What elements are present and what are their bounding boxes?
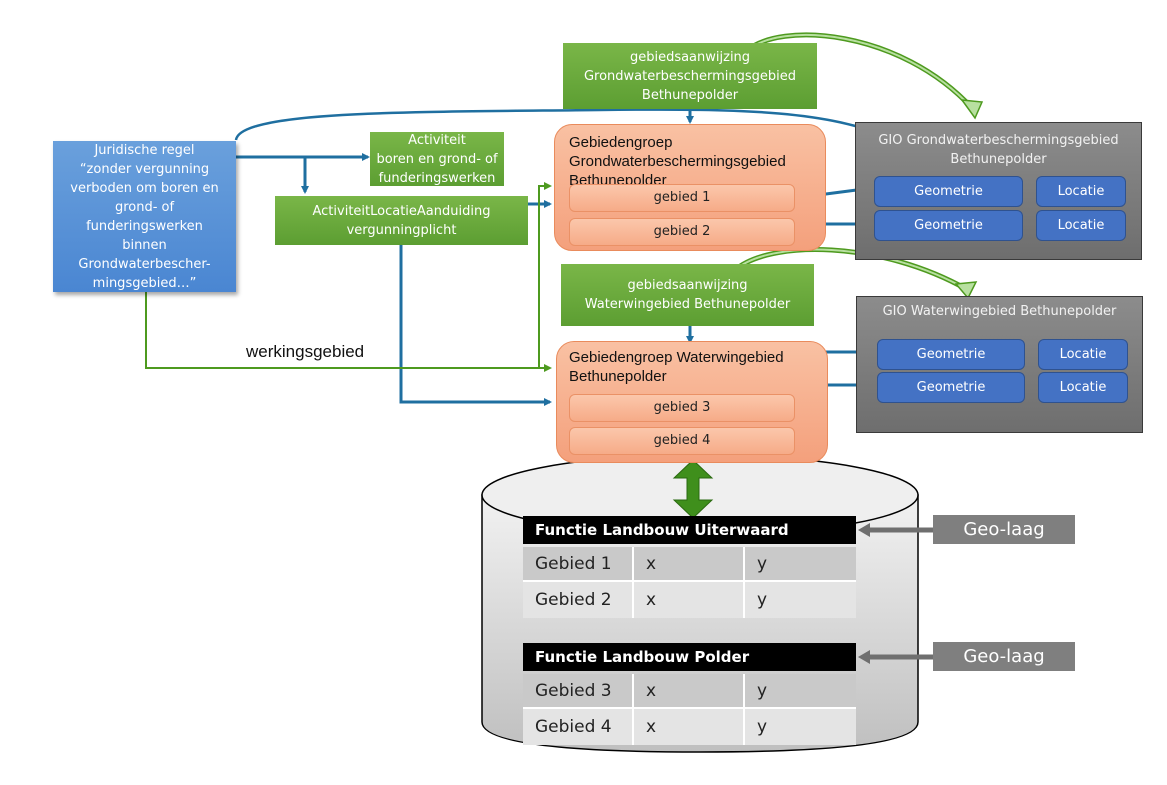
locatie-2a: Locatie — [1038, 339, 1128, 370]
table-landbouw-uiterwaard: Functie Landbouw Uiterwaard Gebied 1 x y… — [523, 516, 856, 618]
gebiedsaanwijzing-line: gebiedsaanwijzing — [629, 49, 751, 65]
geometrie-2b: Geometrie — [877, 372, 1025, 403]
gebiedsaanwijzing-line: gebiedsaanwijzing — [627, 278, 748, 293]
activiteit-locatie-line: vergunningplicht — [346, 222, 457, 238]
locatie-2b: Locatie — [1038, 372, 1128, 403]
gebiedsaanwijzing-line: Grondwaterbeschermingsgebied — [583, 68, 797, 84]
activiteit-line: Activiteit — [408, 132, 466, 148]
gebied-2: gebied 2 — [569, 218, 795, 246]
gebiedsaanwijzing-1-box: gebiedsaanwijzing Grondwaterbeschermings… — [563, 43, 817, 109]
connector-regel-gio1 — [234, 108, 892, 141]
table-cell: x — [634, 709, 745, 745]
table-cell: x — [634, 547, 745, 580]
juridische-regel-line: verboden om boren en — [70, 180, 219, 196]
activiteit-locatie-line: ActiviteitLocatieAanduiding — [312, 203, 491, 219]
gebied-3: gebied 3 — [569, 394, 795, 422]
geometrie-2a: Geometrie — [877, 339, 1025, 370]
gebiedengroep-1-box: Gebiedengroep Grondwaterbeschermingsgebi… — [554, 124, 826, 251]
juridische-regel-line: binnen — [122, 237, 167, 253]
gebiedengroep-title-line: Bethunepolder — [569, 368, 667, 385]
table-cell: y — [757, 553, 768, 574]
table-row: Gebied 1 x y — [523, 547, 856, 580]
gebiedengroep-title-line: Gebiedengroep Waterwingebied — [569, 349, 784, 366]
juridische-regel-line: funderingswerken — [86, 218, 203, 234]
activiteit-line: funderingswerken — [378, 170, 496, 186]
geo-laag-label-1: Geo-laag — [933, 515, 1075, 544]
table-title: Functie Landbouw Uiterwaard — [523, 516, 856, 544]
gio-2-box: GIO Waterwingebied Bethunepolder Geometr… — [856, 296, 1143, 433]
table-row: Gebied 2 x y — [523, 580, 856, 618]
activiteit-box: Activiteit boren en grond- of funderings… — [370, 132, 504, 186]
table-cell: y — [757, 590, 768, 610]
gebiedengroep-2-title: Gebiedengroep Waterwingebied Bethunepold… — [569, 348, 784, 386]
table-cell: y — [757, 717, 768, 737]
table-cell: Gebied 2 — [523, 582, 634, 618]
gebiedengroep-title-line: Grondwaterbeschermingsgebied — [569, 153, 786, 170]
juridische-regel-box: Juridische regel “zonder vergunning verb… — [53, 141, 236, 292]
juridische-regel-line: mingsgebied…” — [92, 275, 197, 291]
table-cell: x — [634, 674, 745, 707]
geometrie-1a: Geometrie — [874, 176, 1023, 207]
juridische-regel-line: Grondwaterbescher- — [78, 256, 211, 272]
table-row: Gebied 4 x y — [523, 707, 856, 745]
gebiedsaanwijzing-2-box: gebiedsaanwijzing Waterwingebied Bethune… — [561, 264, 814, 326]
juridische-regel-line: Juridische regel — [94, 142, 195, 158]
geo-laag-label-2: Geo-laag — [933, 642, 1075, 671]
table-landbouw-polder: Functie Landbouw Polder Gebied 3 x y Geb… — [523, 643, 856, 745]
locatie-1a: Locatie — [1036, 176, 1126, 207]
geometrie-1b: Geometrie — [874, 210, 1023, 241]
gebiedengroep-2-box: Gebiedengroep Waterwingebied Bethunepold… — [556, 341, 828, 463]
table-row: Gebied 3 x y — [523, 674, 856, 707]
gio-title-line: Bethunepolder — [950, 152, 1047, 167]
table-title: Functie Landbouw Polder — [523, 643, 856, 671]
activiteit-line: boren en grond- of — [376, 151, 498, 167]
juridische-regel-line: “zonder vergunning — [79, 161, 210, 177]
werkingsgebied-label: werkingsgebied — [246, 342, 365, 361]
table-cell: Gebied 4 — [523, 709, 634, 745]
connector-werkingsgebied — [145, 292, 552, 372]
table-cell: Gebied 3 — [523, 674, 634, 707]
table-cell: Gebied 1 — [523, 547, 634, 580]
gebiedengroep-1-title: Gebiedengroep Grondwaterbeschermingsgebi… — [569, 133, 786, 190]
table-cell: x — [634, 582, 745, 618]
table-cell: y — [757, 680, 768, 701]
gebiedsaanwijzing-line: Waterwingebied Bethunepolder — [584, 297, 791, 312]
connector-locatie-gebiedengroep2 — [399, 244, 552, 406]
gebied-1: gebied 1 — [569, 184, 795, 212]
locatie-1b: Locatie — [1036, 210, 1126, 241]
gebiedsaanwijzing-line: Bethunepolder — [641, 87, 739, 103]
activiteit-locatie-aanduiding-box: ActiviteitLocatieAanduiding vergunningpl… — [275, 196, 528, 245]
connector-werkingsgebied-groep1 — [538, 182, 552, 368]
gio-title-line: GIO Grondwaterbeschermingsgebied — [878, 133, 1119, 148]
gio-1-box: GIO Grondwaterbeschermingsgebied Bethune… — [855, 122, 1142, 260]
gebiedengroep-title-line: Gebiedengroep — [569, 134, 673, 151]
gio-title-line: GIO Waterwingebied Bethunepolder — [882, 304, 1117, 319]
juridische-regel-line: grond- of — [114, 199, 175, 215]
gebied-4: gebied 4 — [569, 427, 795, 455]
